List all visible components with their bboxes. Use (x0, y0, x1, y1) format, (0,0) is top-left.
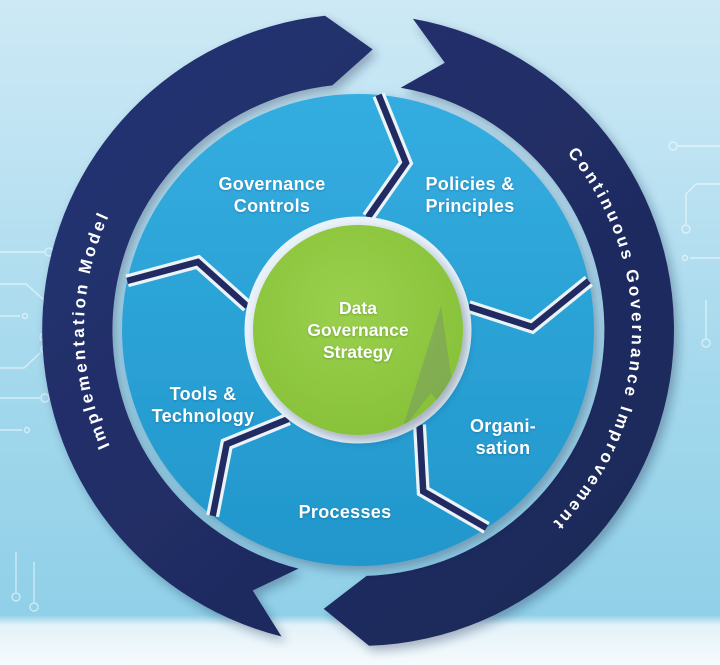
organisation-line-2: sation (476, 438, 531, 458)
outer-ring (42, 15, 674, 646)
outer-arc-implementation-model (42, 15, 373, 637)
segment-label-policies-principles: Policies & Principles (425, 174, 514, 216)
processes-line-1: Processes (299, 502, 392, 522)
segment-label-tools-technology: Tools & Technology (152, 384, 255, 426)
divider-top (365, 93, 410, 220)
center-circle (253, 225, 463, 435)
divider-left (126, 258, 250, 309)
organisation-line-1: Organi- (470, 416, 536, 436)
circuit-pattern-right (668, 141, 720, 348)
governance-controls-line-2: Controls (234, 196, 310, 216)
center-label: Data Governance Strategy (307, 298, 408, 362)
policies-principles-line-1: Policies & (425, 174, 514, 194)
segment-label-governance-controls: Governance Controls (218, 174, 325, 216)
divider-right (467, 278, 591, 331)
outer-arc-continuous-improvement (323, 18, 674, 646)
tools-technology-line-1: Tools & (170, 384, 237, 404)
governance-controls-line-1: Governance (218, 174, 325, 194)
segment-dividers (126, 93, 591, 531)
tools-technology-line-2: Technology (152, 406, 255, 426)
center-label-line-2: Governance (307, 320, 408, 340)
policies-principles-line-2: Principles (425, 196, 514, 216)
divider-bottom-right (416, 424, 489, 531)
segment-label-organisation: Organi- sation (470, 416, 536, 458)
center-label-line-3: Strategy (323, 342, 393, 362)
inner-ring (122, 92, 594, 566)
center-label-line-1: Data (339, 298, 377, 318)
divider-bottom-left (209, 415, 290, 517)
segment-label-processes: Processes (299, 502, 392, 522)
